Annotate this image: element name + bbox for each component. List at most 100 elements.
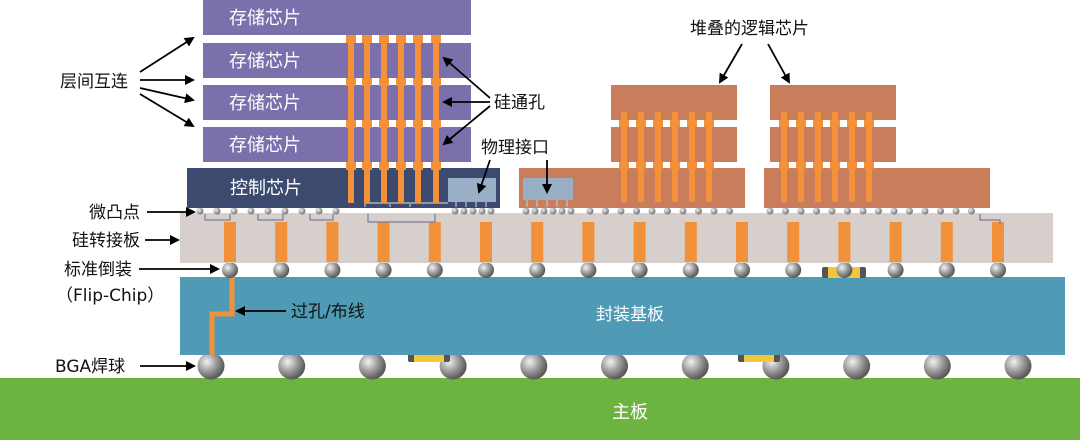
microbump — [567, 207, 575, 215]
flipchip-ball — [836, 262, 853, 278]
microbump — [332, 207, 340, 215]
interposer-label: 硅转接板 — [72, 231, 140, 251]
memory-tsv-bump — [379, 35, 389, 43]
logic-tsv — [689, 112, 695, 202]
passive-component — [744, 352, 774, 362]
interposer-tsv — [736, 222, 748, 262]
flipchip-ball — [785, 262, 802, 278]
memory-tsv-bump — [362, 78, 372, 86]
memory-tsv — [348, 35, 354, 203]
memory-tsv-bump — [413, 162, 423, 170]
control-chip — [187, 168, 500, 208]
microbump — [782, 207, 789, 215]
microbump — [859, 207, 867, 215]
memory-tsv-bump — [396, 78, 406, 86]
logic-tsv-bump — [687, 120, 697, 127]
microbump — [460, 207, 468, 215]
microbump — [813, 207, 820, 215]
logic-phy-wiring — [526, 200, 568, 207]
microbump — [196, 207, 204, 215]
microbump — [540, 207, 548, 215]
arrow — [139, 36, 195, 73]
microbump — [797, 207, 805, 215]
bga-ball — [520, 352, 548, 380]
interposer-tsv — [224, 222, 236, 262]
bga-ball — [843, 352, 871, 380]
microbump — [602, 207, 609, 215]
control-phy — [448, 178, 496, 202]
logic-tsv — [706, 112, 712, 202]
microbump — [695, 207, 702, 215]
memory-stack: 存储芯片 存储芯片 存储芯片 存储芯片 — [203, 0, 471, 162]
flipchip-ball — [631, 262, 648, 278]
interposer-tsv — [940, 222, 953, 262]
microbump — [469, 207, 477, 215]
logic-tsv — [815, 112, 821, 202]
memory-tsv-bump — [431, 162, 441, 170]
microbump — [531, 207, 539, 215]
memory-tsv-bump — [413, 120, 423, 128]
flipchip-ball — [682, 262, 699, 278]
logic-tsv-bump — [636, 120, 646, 127]
microbump — [617, 207, 625, 215]
microbump — [586, 207, 594, 215]
memory-chip-4: 存储芯片 — [203, 127, 471, 162]
interposer-rdl — [204, 214, 1001, 225]
interposer-tsv — [582, 222, 595, 262]
memory-tsv-bump — [346, 35, 356, 43]
memory-tsv-bump — [396, 162, 406, 170]
interposer-tsv — [684, 222, 697, 262]
flipchip-ball — [375, 262, 392, 278]
flipchip-ball — [887, 262, 904, 278]
bga-ball — [601, 352, 628, 380]
interposer-tsv — [531, 222, 544, 262]
bga-ball — [1004, 352, 1032, 380]
arrow — [442, 56, 491, 99]
microbump — [921, 207, 929, 215]
flipchip-ball — [478, 262, 494, 278]
via-routing — [209, 277, 235, 355]
microbump — [844, 207, 851, 215]
passive-component — [414, 352, 444, 362]
arrow — [442, 105, 491, 146]
memory-tsv-bump — [431, 78, 441, 86]
logic-tsv-bump — [796, 162, 806, 169]
logic-tsv-bump — [864, 162, 874, 169]
logic-tsv-bump — [830, 162, 840, 169]
bga-label: BGA焊球 — [55, 357, 125, 377]
logic-tsvs — [619, 112, 874, 202]
memory-tsv-bump — [413, 35, 423, 43]
logic-tsv — [798, 112, 804, 202]
memory-tsv — [433, 35, 439, 203]
memory-tsv — [381, 35, 387, 203]
substrate-label: 封装基板 — [596, 305, 664, 325]
memory-chip-label: 存储芯片 — [229, 135, 301, 156]
flipchip-ball — [324, 262, 341, 278]
memory-tsv-bump — [346, 120, 356, 128]
logic-tsv-bump — [813, 120, 823, 127]
microbump — [710, 207, 718, 215]
memory-tsv-bump — [413, 78, 423, 86]
memory-chip-1: 存储芯片 — [203, 0, 471, 35]
memory-tsv-bump — [379, 162, 389, 170]
logic-tsv — [655, 112, 661, 202]
memory-tsv-bump — [362, 162, 372, 170]
memory-tsv-bump — [431, 120, 441, 128]
microbump — [633, 207, 640, 215]
flipchip-ball — [426, 262, 443, 278]
interposer-tsv — [480, 222, 492, 262]
stacked-logic-label: 堆叠的逻辑芯片 — [690, 19, 809, 39]
microbump — [828, 207, 836, 215]
logic-tsv-bump — [687, 162, 697, 169]
flipchip-en-label: （Flip-Chip） — [56, 286, 164, 306]
microbump-label: 微凸点 — [89, 203, 140, 223]
arrow — [139, 93, 195, 128]
logic-tsv — [621, 112, 627, 202]
logic-tsv-bump — [813, 162, 823, 169]
memory-tsv-bump — [346, 162, 356, 170]
bga-ball — [681, 352, 709, 380]
memory-tsv-bump — [379, 78, 389, 86]
microbump — [522, 207, 530, 215]
microbump — [230, 207, 238, 215]
